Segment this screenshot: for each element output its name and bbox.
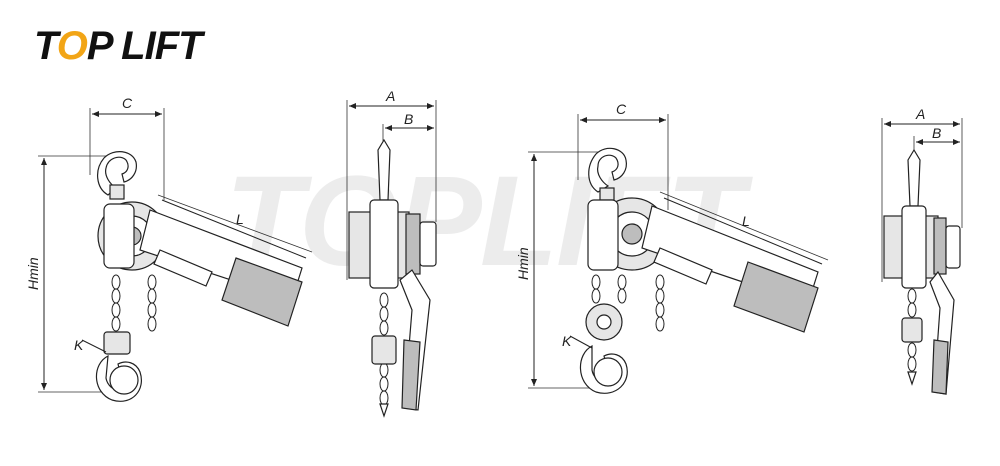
- dim-label-k: K: [74, 337, 84, 353]
- dim-label-b: B: [404, 111, 413, 127]
- dim-label-k: K: [562, 333, 572, 349]
- dim-label-a: A: [385, 88, 395, 104]
- hoist-double-chain-diagram: C Hmin L K: [515, 101, 829, 394]
- side-double-chain-diagram: A B: [881, 106, 963, 395]
- hoist-single-chain-diagram: C Hmin L K: [25, 95, 313, 402]
- dim-label-hmin: Hmin: [25, 257, 41, 290]
- dim-label-l: L: [236, 211, 244, 227]
- side-single-chain-diagram: A B: [346, 88, 437, 418]
- logo-suffix: P LIFT: [86, 24, 203, 68]
- toplift-logo: TOP LIFT: [34, 24, 203, 68]
- dim-label-b: B: [932, 125, 941, 141]
- logo-text: TOP LIFT: [34, 24, 203, 68]
- logo-letter-t: T: [34, 24, 58, 68]
- logo-letter-o: O: [56, 24, 88, 68]
- dim-label-a: A: [915, 106, 925, 122]
- dim-label-hmin: Hmin: [515, 247, 531, 280]
- dim-label-c: C: [122, 95, 133, 111]
- dim-label-c: C: [616, 101, 627, 117]
- dim-label-l: L: [742, 213, 750, 229]
